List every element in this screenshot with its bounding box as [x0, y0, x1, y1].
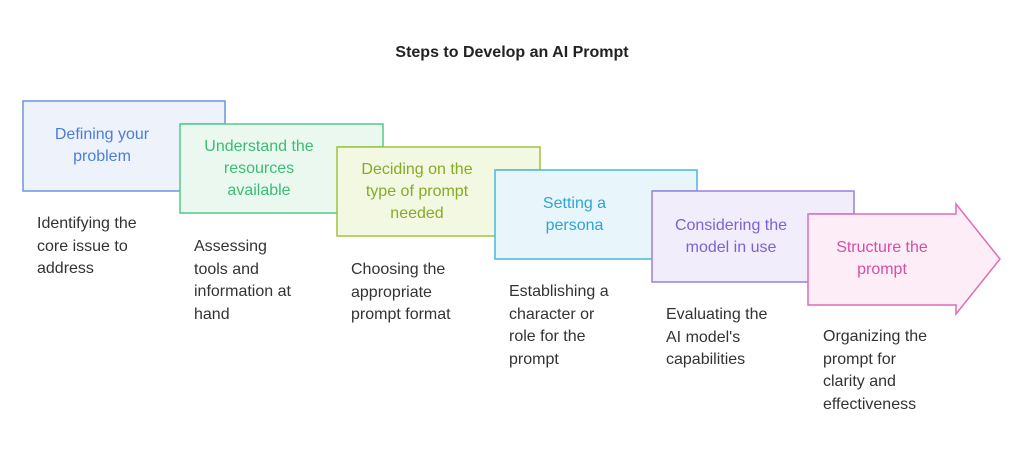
step-5-label: Considering the model in use	[674, 217, 788, 256]
diagram-title: Steps to Develop an AI Prompt	[395, 44, 629, 61]
step-6-arrow	[807, 201, 1001, 317]
step-3-description: Choosing the appropriate prompt format	[351, 261, 451, 323]
step-2-label: Understand the resources available	[204, 138, 314, 199]
step-5-description: Evaluating the AI model's capabilities	[666, 306, 768, 368]
step-6-label: Structure the prompt	[836, 239, 928, 278]
step-4-label: Setting a persona	[542, 195, 607, 234]
step-2-description: Assessing tools and information at hand	[194, 238, 291, 323]
step-6-description: Organizing the prompt for clarity and ef…	[823, 328, 928, 413]
step-4-description: Establishing a character or role for the…	[509, 283, 609, 368]
step-3-label: Deciding on the type of prompt needed	[361, 161, 473, 222]
step-1-description: Identifying the core issue to address	[37, 215, 137, 277]
step-1-label: Defining your problem	[54, 126, 150, 165]
